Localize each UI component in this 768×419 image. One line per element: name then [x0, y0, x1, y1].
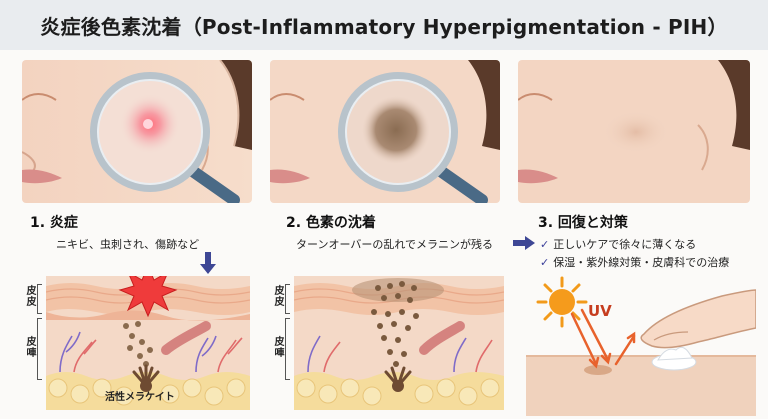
- step-1-description: ニキビ、虫刺され、傷跡など: [56, 238, 200, 251]
- melanocyte-label: 活性メラケイト: [105, 392, 175, 403]
- uv-rays: [570, 308, 636, 369]
- skin-section-inflammation: [46, 276, 250, 410]
- page-title: 炎症後色素沈着（Post-Inflammatory Hyperpigmentat…: [40, 14, 728, 39]
- step-1-title: 1. 炎症: [30, 215, 78, 231]
- cream-dollop: [651, 346, 697, 371]
- face-panel-recovery: [518, 60, 750, 203]
- uv-label: UV: [588, 302, 612, 320]
- face-illustration-3: [518, 60, 750, 203]
- step-2-description: ターンオーバーの乱れでメラニンが残る: [296, 238, 494, 251]
- step-2-title: 2. 色素の沈着: [286, 215, 376, 231]
- bracket-dermis-2: [285, 318, 290, 380]
- hand: [640, 289, 756, 349]
- layer-label-dermis-2: 皮唓: [272, 336, 283, 358]
- recovery-scene: [526, 276, 756, 416]
- title-bar: 炎症後色素沈着（Post-Inflammatory Hyperpigmentat…: [0, 0, 768, 50]
- bracket-epidermis: [37, 284, 42, 314]
- skin-section-pigmentation: [294, 276, 504, 410]
- sun-icon: [536, 276, 588, 328]
- faded-spot: [602, 110, 670, 154]
- step-3-item-2: ✓保湿・紫外線対策・皮膚科での治療: [540, 256, 730, 269]
- arrow-down-icon: [200, 252, 216, 274]
- face-panel-pigmentation: [270, 60, 500, 203]
- face-panel-inflammation: [22, 60, 252, 203]
- face-illustration-2: [270, 60, 500, 203]
- step-3-item-1: ✓正しいケアで徐々に薄くなる: [540, 238, 697, 251]
- melanocyte: [140, 380, 152, 392]
- layer-label-epidermis-2: 皮皮: [272, 285, 283, 307]
- bracket-epidermis-2: [285, 284, 290, 314]
- magnifier-icon: [338, 72, 488, 203]
- magnifier-icon: [90, 72, 240, 203]
- bracket-dermis: [37, 318, 42, 380]
- face-illustration-1: [22, 60, 252, 203]
- melanocyte-2: [392, 380, 404, 392]
- check-icon: ✓: [540, 238, 550, 251]
- layer-label-dermis: 皮唓: [24, 336, 35, 358]
- layer-label-epidermis: 皮皮: [24, 285, 35, 307]
- arrow-right-icon: [513, 236, 535, 250]
- check-icon: ✓: [540, 256, 550, 269]
- step-3-title: 3. 回復と対策: [538, 215, 628, 231]
